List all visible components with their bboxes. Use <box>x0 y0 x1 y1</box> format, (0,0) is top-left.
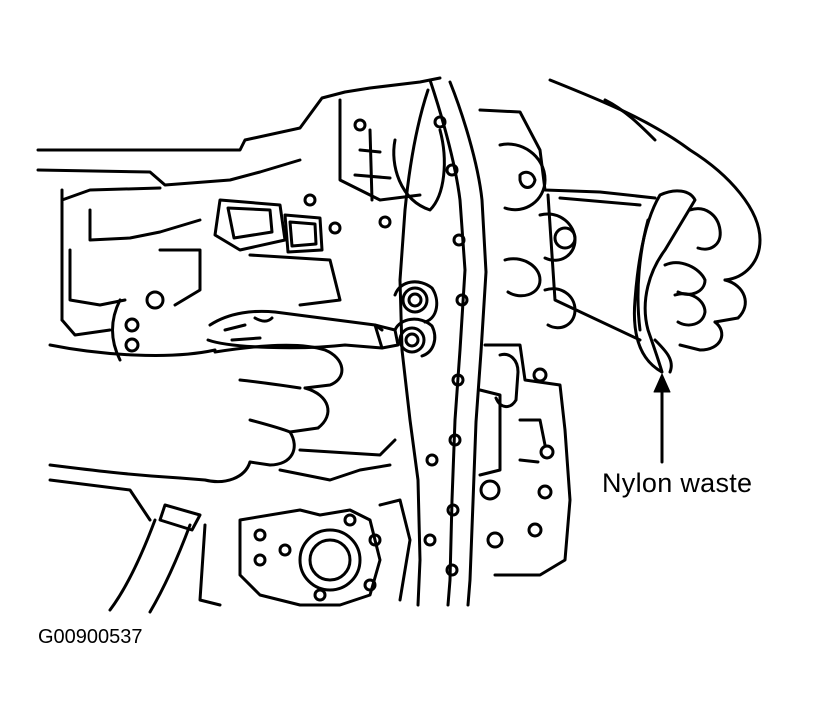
callout-arrow <box>653 373 671 464</box>
left-hand <box>48 343 344 484</box>
air-hose <box>108 503 202 614</box>
right-hand <box>548 78 762 352</box>
figure-code: G00900537 <box>38 626 143 648</box>
callout-label-nylon-waste: Nylon waste <box>602 468 753 498</box>
nylon-waste-cloth <box>632 189 697 374</box>
transmission-case <box>36 76 657 607</box>
air-gun-nozzle <box>206 309 400 350</box>
oil-passage-ports <box>393 280 439 358</box>
